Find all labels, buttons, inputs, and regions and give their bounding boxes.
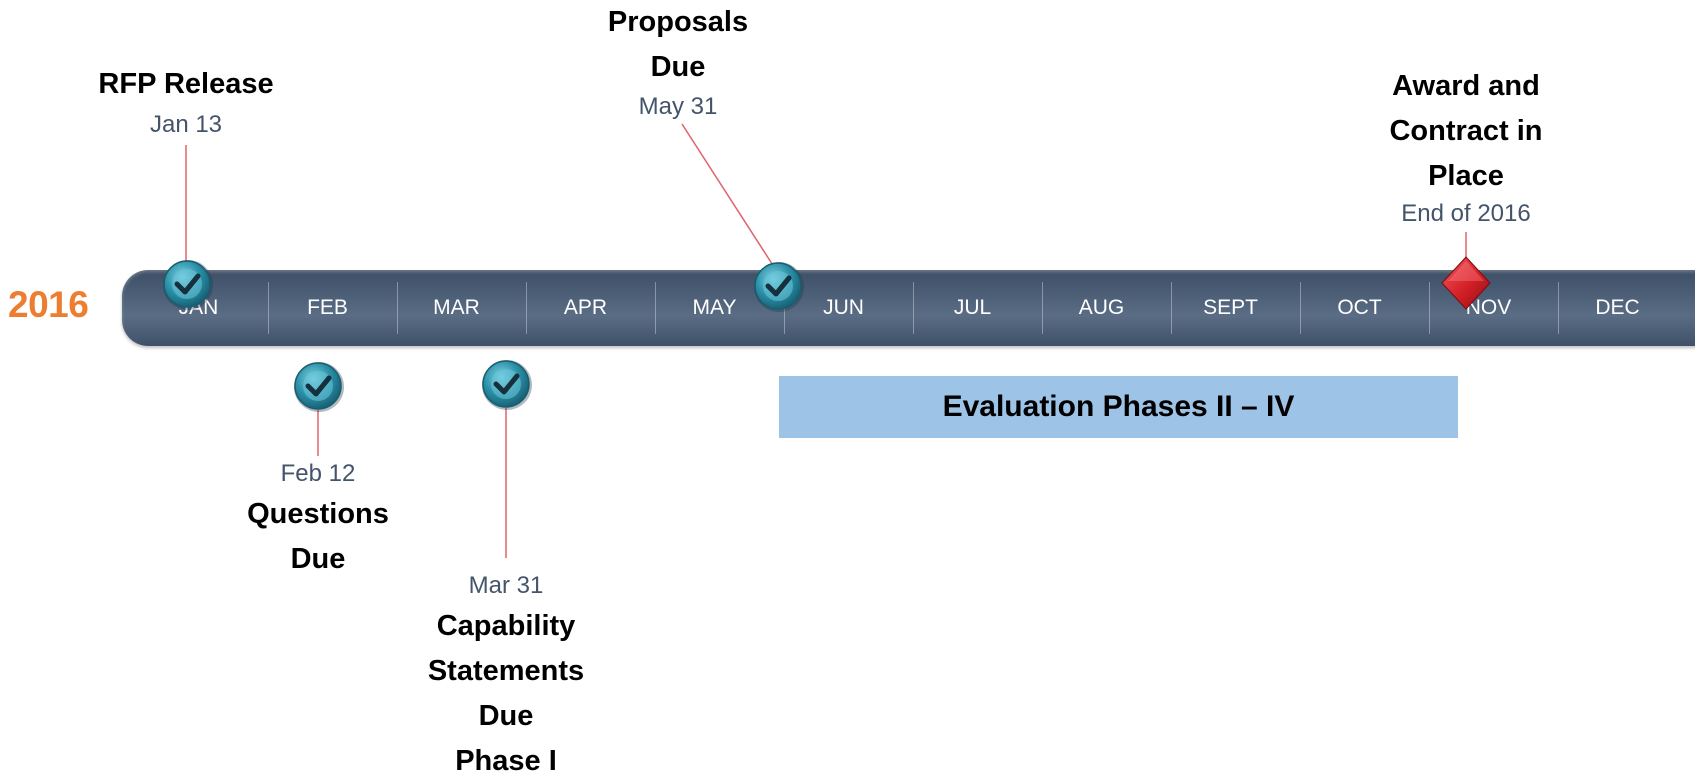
milestone-title-proposals-due: Proposals Due — [607, 6, 749, 83]
year-label: 2016 — [8, 284, 89, 325]
month-label-apr: APR — [563, 296, 608, 319]
month-label-may: MAY — [692, 296, 737, 319]
milestone-title-rfp-release: RFP Release — [98, 68, 274, 100]
check-icon — [163, 260, 213, 310]
timeline-bar — [122, 270, 1695, 346]
month-separator — [397, 282, 398, 334]
month-label-jun: JUN — [823, 296, 864, 319]
month-separator — [1429, 282, 1430, 334]
month-separator — [268, 282, 269, 334]
month-label-aug: AUG — [1078, 296, 1125, 319]
diamond-icon — [1441, 256, 1491, 310]
check-icon — [294, 362, 344, 412]
month-separator — [655, 282, 656, 334]
check-icon — [482, 360, 532, 410]
milestone-title-questions-due: Questions Due — [247, 498, 389, 575]
connector-line — [681, 123, 777, 271]
month-separator — [1171, 282, 1172, 334]
check-icon — [754, 262, 804, 312]
month-label-feb: FEB — [307, 296, 348, 319]
milestone-date-proposals-due: May 31 — [638, 93, 718, 120]
month-separator — [526, 282, 527, 334]
month-separator — [1300, 282, 1301, 334]
month-separator — [1558, 282, 1559, 334]
evaluation-phases-label: Evaluation Phases II – IV — [942, 390, 1295, 423]
milestone-title-capability-statements-due: Capability Statements Due Phase I — [427, 610, 585, 777]
month-label-nov: NOV — [1465, 296, 1512, 319]
month-label-sept: SEPT — [1203, 296, 1258, 319]
evaluation-phases-bar: Evaluation Phases II – IV — [779, 376, 1458, 438]
month-label-dec: DEC — [1595, 296, 1640, 319]
milestone-date-questions-due: Feb 12 — [280, 460, 356, 487]
milestone-date-rfp-release: Jan 13 — [149, 111, 223, 138]
milestone-title-award-contract: Award and Contract in Place — [1389, 70, 1543, 192]
milestone-date-award-contract: End of 2016 — [1401, 200, 1531, 227]
month-separator — [1042, 282, 1043, 334]
milestone-date-capability-statements-due: Mar 31 — [468, 572, 544, 599]
month-label-oct: OCT — [1337, 296, 1382, 319]
month-label-mar: MAR — [433, 296, 480, 319]
month-separator — [913, 282, 914, 334]
month-label-jul: JUL — [953, 296, 992, 319]
